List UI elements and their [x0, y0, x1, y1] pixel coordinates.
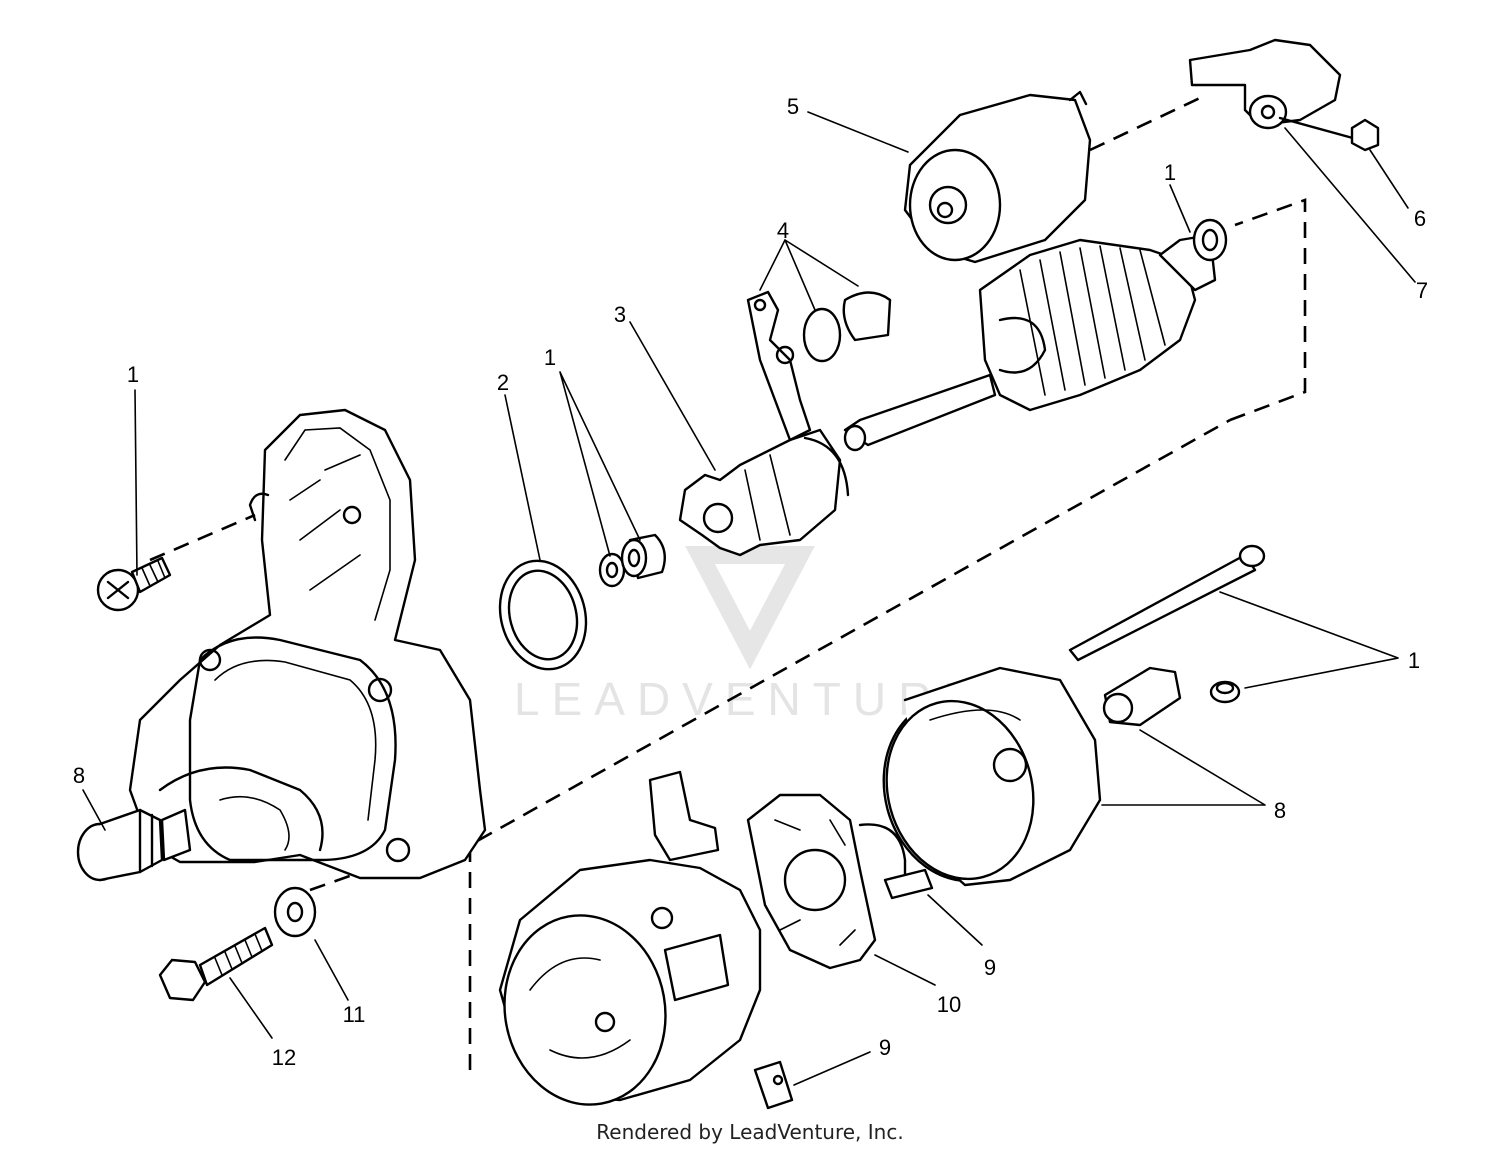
small-screw [1209, 680, 1241, 704]
callout-labels: 1 1 1 1 2 3 4 5 6 7 8 8 9 9 10 11 12 [73, 94, 1428, 1070]
washer [273, 886, 317, 938]
terminal-nut [1350, 118, 1380, 152]
drive-end-housing [128, 408, 487, 880]
solenoid [903, 90, 1092, 264]
brush-bottom [753, 1060, 794, 1110]
watermark-text: LEADVENTURE [514, 673, 986, 725]
through-bolt [96, 556, 172, 612]
callout-1-bolt: 1 [127, 362, 139, 387]
callout-7: 7 [1416, 278, 1428, 303]
armature [843, 218, 1228, 452]
brush-top [883, 868, 934, 900]
lever-caps [802, 291, 892, 363]
callout-3: 3 [614, 302, 626, 327]
retaining-ring [498, 559, 588, 671]
callout-12: 12 [272, 1045, 296, 1070]
callout-8-right: 8 [1274, 798, 1286, 823]
field-frame [498, 770, 762, 1106]
callout-1-ring: 1 [544, 345, 556, 370]
callout-11: 11 [343, 1002, 366, 1027]
callout-1-kit: 1 [1408, 648, 1420, 673]
end-cover [882, 666, 1102, 887]
footer-credit: Rendered by LeadVenture, Inc. [596, 1120, 904, 1144]
brush-holder [746, 793, 907, 970]
callout-5: 5 [787, 94, 799, 119]
mounting-bolt [158, 926, 274, 1002]
terminal-cover [1188, 38, 1362, 142]
callout-6: 6 [1414, 206, 1426, 231]
callout-2: 2 [497, 370, 509, 395]
callout-8-left: 8 [73, 763, 85, 788]
shaft-end-cap-left [76, 808, 192, 882]
leader-lines [82, 111, 1416, 1086]
bushing-right [1102, 666, 1182, 727]
shift-lever [746, 290, 812, 442]
callout-10: 10 [937, 992, 961, 1017]
callout-9-top: 9 [984, 955, 996, 980]
stop-collar-rings [598, 533, 666, 588]
callout-4: 4 [777, 218, 789, 243]
callout-9-bottom: 9 [879, 1035, 891, 1060]
long-through-bolt [1068, 544, 1266, 662]
watermark: LEADVENTURE [514, 546, 986, 725]
assembly-axis-lines [149, 96, 1307, 1070]
pinion-clutch [678, 428, 850, 557]
callout-1-armature: 1 [1164, 160, 1176, 185]
